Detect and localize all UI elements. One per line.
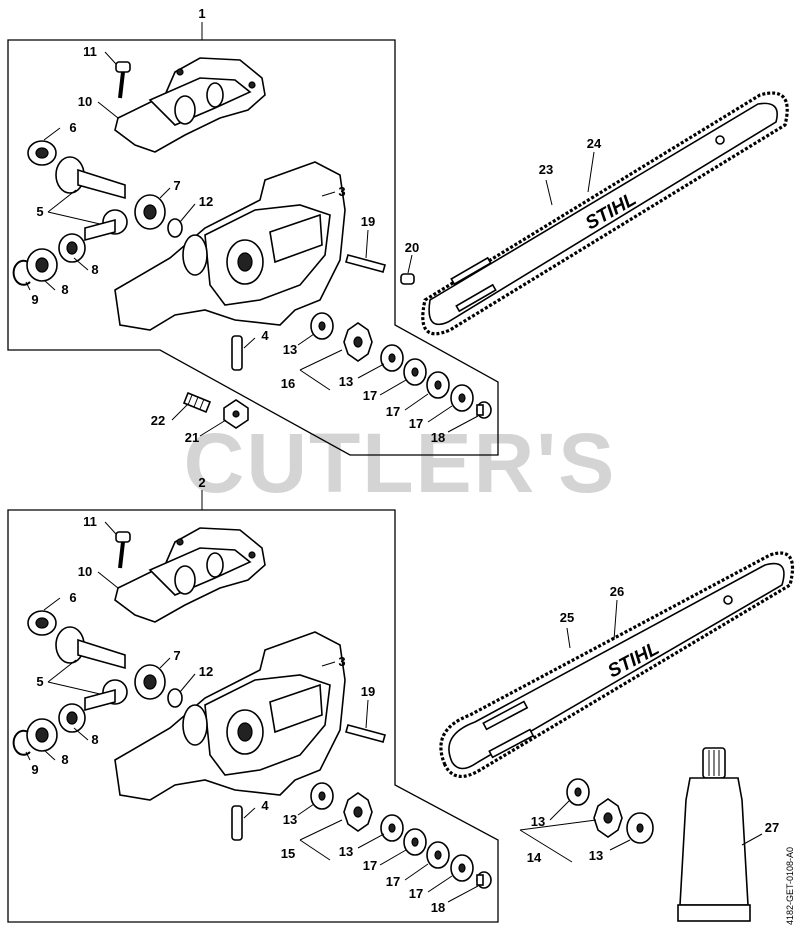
bearing-part bbox=[26, 233, 86, 282]
label-24: 24 bbox=[587, 136, 602, 151]
label-10: 10 bbox=[78, 564, 92, 579]
label-27: 27 bbox=[765, 820, 779, 835]
drawing-code: 4182-GET-0108-A0 bbox=[785, 847, 795, 925]
label-6: 6 bbox=[69, 590, 76, 605]
label-22: 22 bbox=[151, 413, 165, 428]
label-7: 7 bbox=[173, 648, 180, 663]
label-19: 19 bbox=[361, 684, 375, 699]
label-17: 17 bbox=[363, 858, 377, 873]
label-9: 9 bbox=[31, 292, 38, 307]
label-18: 18 bbox=[431, 430, 445, 445]
label-3: 3 bbox=[338, 654, 345, 669]
lower-assembly-frame bbox=[7, 509, 499, 923]
washer-part bbox=[380, 814, 474, 882]
label-7: 7 bbox=[173, 178, 180, 193]
lower-extra-leader-lines bbox=[519, 599, 763, 863]
stud-part bbox=[345, 724, 386, 743]
bearing-part bbox=[27, 140, 57, 166]
label-4: 4 bbox=[261, 798, 269, 813]
grease-tube-part bbox=[677, 747, 751, 922]
label-4: 4 bbox=[261, 328, 269, 343]
gear-housing-part bbox=[114, 161, 346, 331]
gear-housing-part bbox=[114, 631, 346, 801]
adjuster-part bbox=[400, 273, 415, 285]
guide-bar-upper: STIHL bbox=[421, 91, 789, 336]
screw-part bbox=[115, 61, 131, 99]
washer-part bbox=[310, 312, 334, 340]
bevel-gear-part bbox=[55, 156, 128, 242]
bearing-part bbox=[134, 664, 166, 700]
label-17: 17 bbox=[386, 874, 400, 889]
label-14: 14 bbox=[527, 850, 542, 865]
label-8: 8 bbox=[61, 282, 68, 297]
label-13: 13 bbox=[283, 342, 297, 357]
spring-part bbox=[182, 391, 212, 414]
label-16: 16 bbox=[281, 376, 295, 391]
label-13: 13 bbox=[589, 848, 603, 863]
upper-leader-lines bbox=[25, 51, 595, 437]
cover-part bbox=[114, 527, 266, 623]
label-25: 25 bbox=[560, 610, 574, 625]
label-13: 13 bbox=[531, 814, 545, 829]
washer-part bbox=[380, 344, 474, 412]
upper-assembly-frame bbox=[7, 39, 499, 456]
bearing-part bbox=[134, 194, 166, 230]
label-20: 20 bbox=[405, 240, 419, 255]
nut-part bbox=[476, 871, 492, 889]
label-17: 17 bbox=[409, 886, 423, 901]
label-8: 8 bbox=[91, 732, 98, 747]
label-1: 1 bbox=[198, 6, 205, 21]
label-12: 12 bbox=[199, 664, 213, 679]
lower-assembly: 11 10 6 5 7 12 3 19 8 8 9 4 13 15 13 17 … bbox=[7, 475, 795, 923]
label-3: 3 bbox=[338, 184, 345, 199]
label-11: 11 bbox=[83, 514, 97, 529]
nut-part bbox=[223, 399, 249, 429]
label-15: 15 bbox=[281, 846, 295, 861]
sprocket-part bbox=[593, 798, 623, 838]
label-17: 17 bbox=[386, 404, 400, 419]
label-5: 5 bbox=[36, 204, 43, 219]
stud-part bbox=[345, 254, 386, 273]
label-8: 8 bbox=[61, 752, 68, 767]
washer-part bbox=[566, 778, 590, 806]
washer-part bbox=[167, 218, 183, 238]
label-17: 17 bbox=[409, 416, 423, 431]
nut-part bbox=[476, 401, 492, 419]
label-19: 19 bbox=[361, 214, 375, 229]
label-17: 17 bbox=[363, 388, 377, 403]
washer-part bbox=[310, 782, 334, 810]
lower-leader-lines bbox=[25, 521, 479, 903]
label-13: 13 bbox=[339, 844, 353, 859]
label-23: 23 bbox=[539, 162, 553, 177]
label-13: 13 bbox=[283, 812, 297, 827]
label-21: 21 bbox=[185, 430, 199, 445]
pin-part bbox=[231, 335, 243, 371]
cover-part bbox=[114, 57, 266, 153]
label-11: 11 bbox=[83, 44, 97, 59]
label-13: 13 bbox=[339, 374, 353, 389]
watermark: CUTLER'S bbox=[184, 416, 617, 510]
bearing-part bbox=[27, 610, 57, 636]
label-5: 5 bbox=[36, 674, 43, 689]
label-12: 12 bbox=[199, 194, 213, 209]
circlip-part bbox=[12, 259, 31, 286]
label-9: 9 bbox=[31, 762, 38, 777]
label-18: 18 bbox=[431, 900, 445, 915]
label-10: 10 bbox=[78, 94, 92, 109]
sprocket-part bbox=[343, 322, 373, 362]
washer-part bbox=[167, 688, 183, 708]
bearing-part bbox=[26, 703, 86, 752]
circlip-part bbox=[12, 729, 31, 756]
label-2: 2 bbox=[198, 475, 205, 490]
label-8: 8 bbox=[91, 262, 98, 277]
sprocket-part bbox=[343, 792, 373, 832]
label-26: 26 bbox=[610, 584, 624, 599]
pin-part bbox=[231, 805, 243, 841]
upper-assembly: STIHL bbox=[7, 6, 789, 456]
bevel-gear-part bbox=[55, 626, 128, 712]
washer-part bbox=[626, 812, 654, 844]
label-6: 6 bbox=[69, 120, 76, 135]
screw-part bbox=[115, 531, 131, 569]
